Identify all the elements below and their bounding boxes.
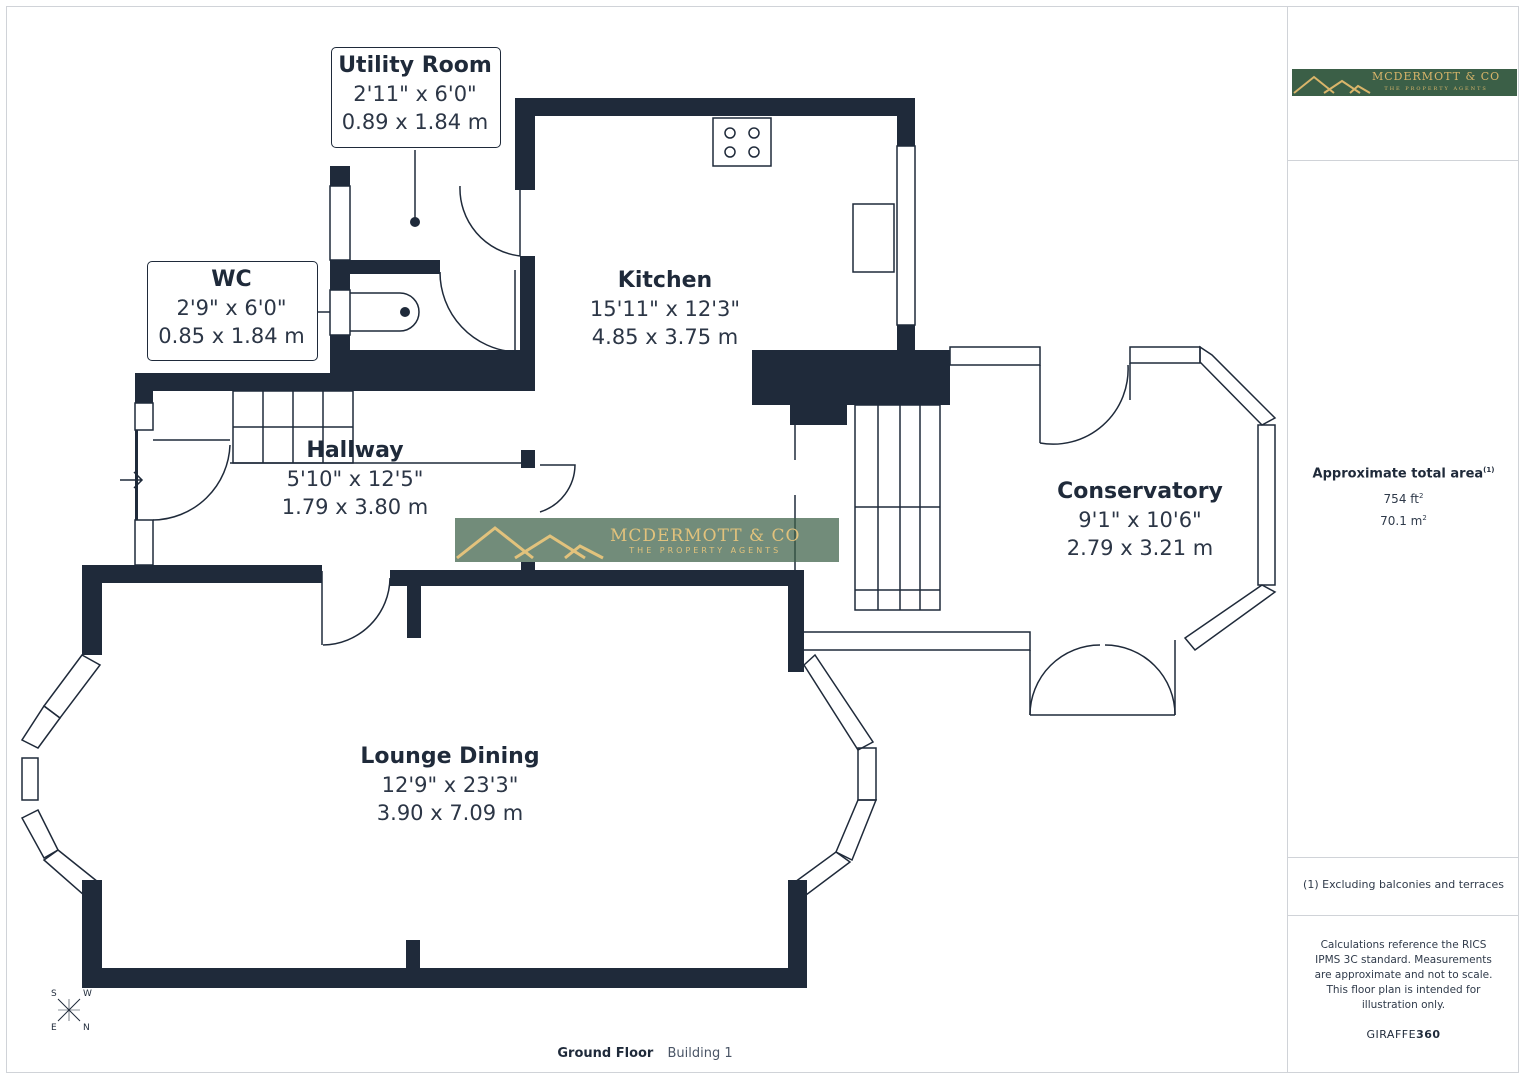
compass-w: W [83,989,92,999]
area-note-ref: (1) [1483,466,1495,474]
room-metric: 0.89 x 1.84 m [341,110,489,134]
room-imperial: 9'1" x 10'6" [1078,508,1202,532]
room-metric: 1.79 x 3.80 m [281,495,429,519]
roofs-icon [456,526,604,560]
room-metric: 3.90 x 7.09 m [376,801,524,825]
room-name: WC [211,267,252,292]
area-sqft: 754 ft2 [1288,492,1519,506]
logo-separator [1288,160,1519,161]
room-hallway: Hallway 5'10" x 12'5" 1.79 x 3.80 m [255,437,455,521]
compass-rose-icon [57,998,81,1022]
room-metric: 4.85 x 3.75 m [591,325,739,349]
disclaimer: Calculations reference the RICS IPMS 3C … [1314,939,1493,1011]
wc-label-box [147,261,318,361]
walls [82,98,950,988]
footnote-separator [1288,915,1519,916]
room-imperial: 12'9" x 23'3" [381,773,519,797]
brand-logo: MCDERMOTT & CO THE PROPERTY AGENTS [1292,69,1517,96]
floor-plan [20,98,1277,988]
compass-s: S [51,989,57,999]
watermark-logo: MCDERMOTT & CO THE PROPERTY AGENTS [455,518,839,562]
area-title-text: Approximate total area [1312,466,1484,482]
compass-e: E [51,1023,57,1033]
room-name: Conservatory [1057,479,1223,504]
room-wc: WC 2'9" x 6'0" 0.85 x 1.84 m [147,266,316,350]
maker-suffix: 360 [1416,1028,1441,1041]
room-name: Utility Room [338,53,492,78]
watermark-tagline: THE PROPERTY AGENTS [629,545,782,555]
area-sqft-value: 754 ft [1383,492,1419,506]
footnote: (1) Excluding balconies and terraces [1303,878,1504,891]
room-imperial: 5'10" x 12'5" [286,467,424,491]
area-sqm: 70.1 m2 [1288,514,1519,528]
building-label: Building 1 [667,1046,733,1061]
area-sqm-value: 70.1 m [1380,514,1423,528]
room-name: Hallway [306,438,404,463]
brand-name: MCDERMOTT & CO [1372,69,1501,83]
room-kitchen: Kitchen 15'11" x 12'3" 4.85 x 3.75 m [565,267,765,351]
area-sqft-power: 2 [1418,492,1424,500]
area-sqm-power: 2 [1422,514,1427,522]
room-conservatory: Conservatory 9'1" x 10'6" 2.79 x 3.21 m [1040,478,1240,562]
maker-brand: GIRAFFE360 [1288,1028,1519,1041]
area-separator [1288,857,1519,858]
maker-prefix: GIRAFFE [1366,1028,1417,1041]
room-imperial: 2'9" x 6'0" [176,296,287,320]
floor-caption: Ground Floor Building 1 [0,1046,1290,1061]
floor-label: Ground Floor [557,1046,654,1061]
area-title: Approximate total area(1) [1288,466,1519,481]
room-metric: 0.85 x 1.84 m [158,324,305,348]
side-panel-divider [1287,6,1288,1073]
room-name: Kitchen [617,268,713,293]
page-frame [6,6,1519,1073]
room-lounge-dining: Lounge Dining 12'9" x 23'3" 3.90 x 7.09 … [330,743,570,827]
roofs-icon [1293,75,1371,94]
room-imperial: 15'11" x 12'3" [589,297,741,321]
room-imperial: 2'11" x 6'0" [353,82,477,106]
compass: S W E N [48,986,98,1036]
utility-room-label-box [331,47,501,148]
watermark-name: MCDERMOTT & CO [610,525,801,546]
room-utility: Utility Room 2'11" x 6'0" 0.89 x 1.84 m [331,52,499,136]
brand-tagline: THE PROPERTY AGENTS [1384,85,1488,92]
room-metric: 2.79 x 3.21 m [1066,536,1214,560]
room-name: Lounge Dining [360,744,540,769]
compass-n: N [83,1023,90,1033]
